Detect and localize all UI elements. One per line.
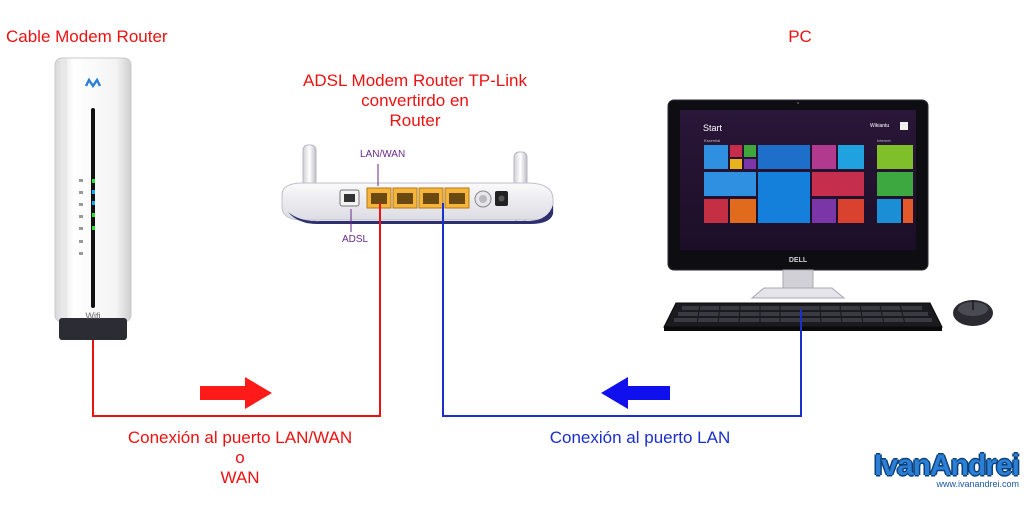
wan-cable <box>92 203 381 417</box>
adsl-router-label-line2: convertirdo en <box>361 91 469 110</box>
wan-direction-arrow-icon <box>200 377 272 409</box>
modem-brand-text: Wifi <box>86 311 101 321</box>
lan-wan-port-label: LAN/WAN <box>360 149 406 160</box>
ivanandrei-logo: IvanAndrei www.ivanandrei.com <box>843 449 1020 489</box>
screen-group-internet: Internet <box>877 138 891 143</box>
pc-monitor: Start Wikiantu Essential Internet DE <box>667 99 929 299</box>
start-screen-tiles <box>704 145 913 223</box>
connection-left-line3: WAN <box>220 468 260 487</box>
pc-mouse <box>953 300 993 326</box>
movistar-logo-icon <box>84 77 102 89</box>
modem-status-leds <box>79 179 95 255</box>
adsl-router-label: ADSL Modem Router TP-Link convertirdo en… <box>270 71 560 131</box>
monitor-brand-text: DELL <box>789 257 808 264</box>
connection-right-label: Conexión al puerto LAN <box>549 428 731 447</box>
logo-name: IvanAndrei <box>873 449 1020 482</box>
screen-group-essential: Essential <box>704 138 720 143</box>
router-lan-ports <box>366 187 470 209</box>
adsl-router-label-line1: ADSL Modem Router TP-Link <box>303 71 527 90</box>
cable-modem-router: Wifi <box>54 57 132 340</box>
connection-left-label: Conexión al puerto LAN/WAN o WAN <box>100 428 380 488</box>
monitor-stand-neck <box>782 269 814 289</box>
adsl-router-label-line3: Router <box>389 111 441 130</box>
logo-url: www.ivanandrei.com <box>936 479 1019 489</box>
pc-keyboard <box>663 302 943 331</box>
connection-left-line2: o <box>235 448 245 467</box>
monitor-stand-base <box>750 287 846 299</box>
lan-cable <box>442 203 802 417</box>
screen-user-text: Wikiantu <box>870 123 889 129</box>
connection-left-line1: Conexión al puerto LAN/WAN <box>127 428 353 447</box>
adsl-port-label: ADSL <box>342 234 369 245</box>
adsl-router <box>281 144 554 232</box>
cable-modem-router-label: Cable Modem Router <box>6 27 168 46</box>
pc-label: PC <box>788 27 812 46</box>
modem-light-bar <box>91 108 95 308</box>
lan-direction-arrow-icon <box>601 377 670 409</box>
screen-start-text: Start <box>703 123 723 133</box>
